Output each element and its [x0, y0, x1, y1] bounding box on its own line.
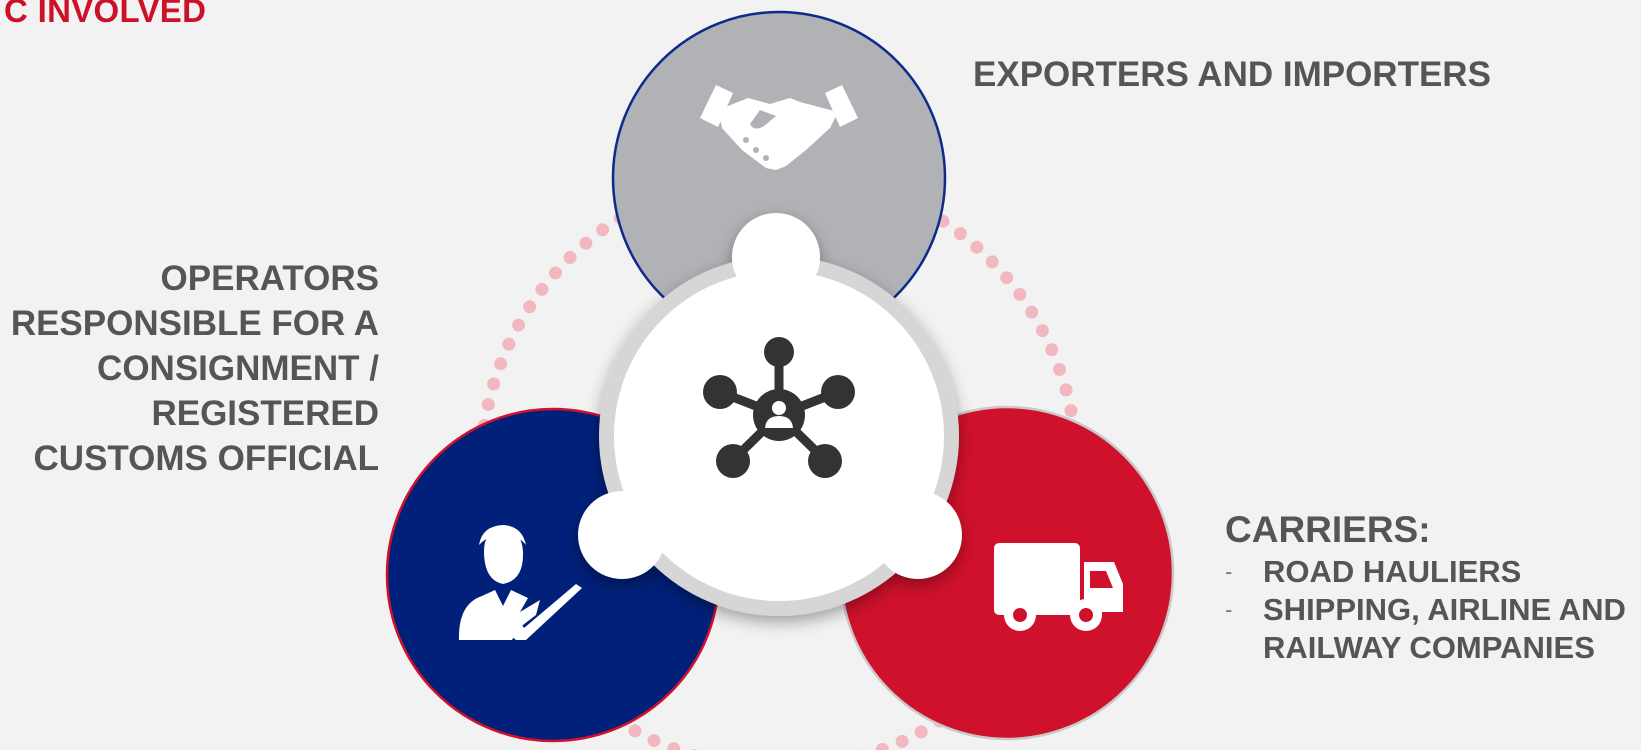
carrier-item-text: ROAD HAULIERS	[1263, 554, 1522, 589]
carrier-item-text: SHIPPING, AIRLINE AND RAILWAY COMPANIES	[1263, 592, 1626, 665]
operators-label-line: CONSIGNMENT /	[97, 349, 379, 388]
bullet-dash: -	[1225, 559, 1233, 584]
handshake-icon	[700, 85, 858, 170]
operators-label-line: RESPONSIBLE FOR A	[10, 304, 379, 343]
operators-label: OPERATORS RESPONSIBLE FOR A CONSIGNMENT …	[0, 256, 379, 481]
truck-icon	[994, 543, 1123, 631]
ring-dot	[481, 398, 495, 411]
person-checkmark-icon	[458, 525, 582, 640]
bullet-dash: -	[1225, 597, 1233, 622]
ring-dot	[914, 725, 928, 739]
ring-dot	[895, 734, 909, 748]
ring-dot	[563, 251, 577, 264]
ring-dot	[502, 337, 516, 351]
ring-dot	[1053, 363, 1067, 376]
ring-dot	[1064, 404, 1078, 418]
ring-dot	[985, 255, 999, 269]
list-item: - ROAD HAULIERS	[1225, 553, 1641, 591]
ring-dot	[1025, 305, 1039, 319]
ring-dot	[487, 377, 501, 391]
page-title: C INVOLVED	[4, 0, 207, 29]
ring-dot	[875, 743, 889, 750]
ring-dot	[579, 236, 593, 250]
ring-dot	[953, 227, 967, 241]
ring-dot	[535, 282, 549, 296]
ring-dot	[1059, 383, 1073, 397]
operators-label-line: OPERATORS	[160, 259, 379, 298]
ring-dot	[970, 240, 984, 254]
ring-dot	[1013, 287, 1027, 301]
ring-dot	[494, 357, 508, 371]
ring-dot	[667, 742, 681, 750]
carriers-block: CARRIERS: - ROAD HAULIERS - SHIPPING, AI…	[1225, 507, 1641, 667]
ring-dot	[647, 734, 661, 747]
ring-dot	[596, 223, 610, 237]
network-hub-icon	[703, 337, 855, 478]
ring-dot	[1000, 271, 1014, 285]
ring-dot	[1035, 324, 1049, 338]
ring-dot	[549, 266, 562, 280]
exporters-label: EXPORTERS AND IMPORTERS	[973, 55, 1491, 94]
carriers-title: CARRIERS:	[1225, 509, 1431, 550]
ring-dot	[1045, 343, 1059, 357]
ring-dot	[628, 724, 642, 738]
ring-dot	[512, 318, 526, 332]
carriers-list: - ROAD HAULIERS - SHIPPING, AIRLINE AND …	[1225, 553, 1641, 667]
ring-dot	[523, 300, 537, 314]
operators-label-line: REGISTERED	[151, 394, 379, 433]
list-item: - SHIPPING, AIRLINE AND RAILWAY COMPANIE…	[1225, 591, 1641, 667]
operators-label-line: CUSTOMS OFFICIAL	[33, 439, 379, 478]
